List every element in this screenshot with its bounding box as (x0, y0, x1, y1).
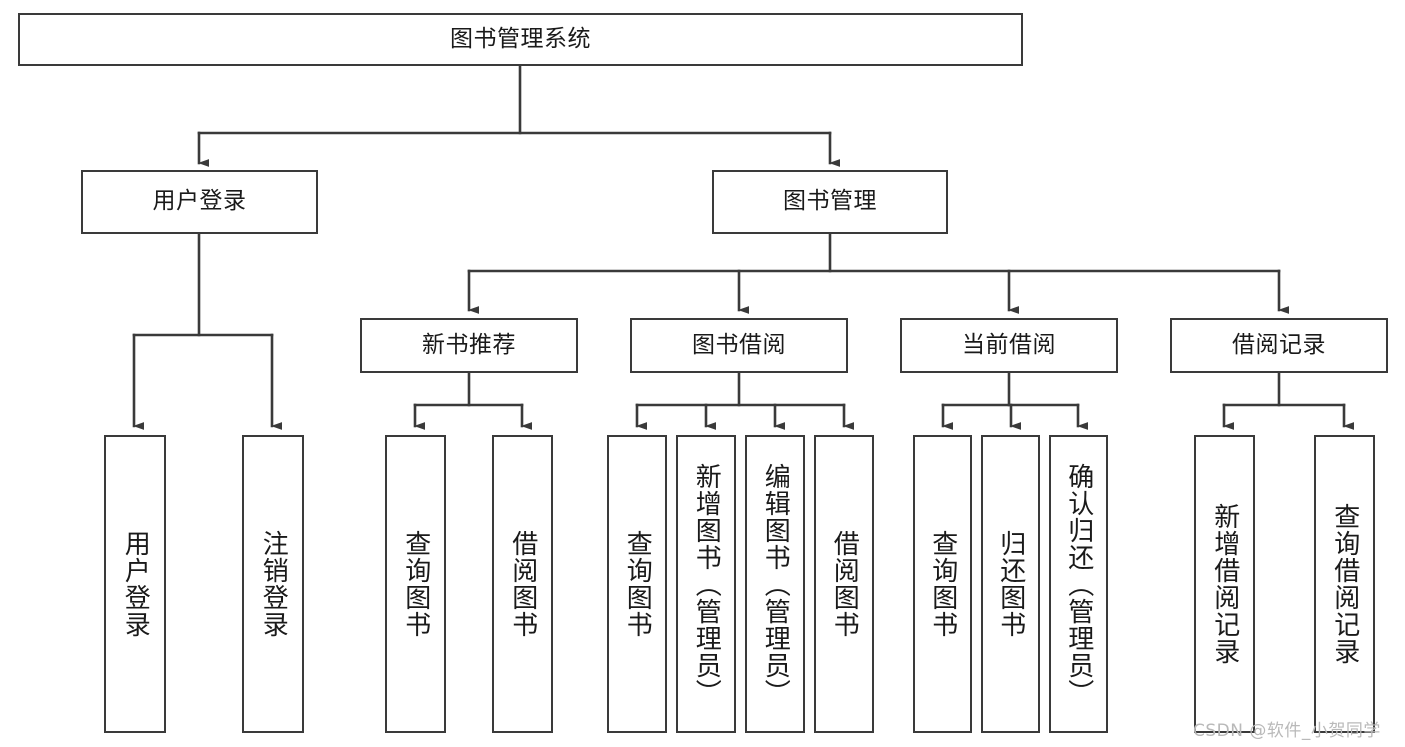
node-label: 查询图书 (400, 530, 431, 638)
node-current-borrow[interactable]: 当前借阅 (900, 318, 1118, 373)
node-book-borrow[interactable]: 图书借阅 (630, 318, 848, 373)
leaf-current-return-book[interactable]: 归还图书 (981, 435, 1040, 733)
leaf-borrow-query-book[interactable]: 查询图书 (607, 435, 667, 733)
node-label: 编辑图书（管理员） (760, 462, 791, 706)
node-label: 借阅图书 (829, 530, 860, 638)
node-label: 归还图书 (995, 530, 1026, 638)
node-root-system[interactable]: 图书管理系统 (18, 13, 1023, 66)
node-label: 新增借阅记录 (1209, 503, 1240, 665)
node-borrow-record[interactable]: 借阅记录 (1170, 318, 1388, 373)
leaf-user-login[interactable]: 用户登录 (104, 435, 166, 733)
leaf-recommend-borrow-book[interactable]: 借阅图书 (492, 435, 553, 733)
leaf-user-logout[interactable]: 注销登录 (242, 435, 304, 733)
leaf-current-query-book[interactable]: 查询图书 (913, 435, 972, 733)
node-label: 用户登录 (120, 530, 151, 638)
node-label: 图书管理 (783, 188, 877, 215)
node-label: 新书推荐 (422, 331, 516, 358)
node-label: 借阅图书 (507, 530, 538, 638)
node-label: 借阅记录 (1232, 331, 1326, 358)
node-label: 新增图书（管理员） (691, 462, 722, 706)
leaf-record-query-record[interactable]: 查询借阅记录 (1314, 435, 1375, 733)
csdn-watermark: CSDN @软件_小贺同学 (1193, 721, 1381, 741)
node-label: 注销登录 (258, 530, 289, 638)
node-label: 查询借阅记录 (1329, 503, 1360, 665)
node-label: 用户登录 (152, 188, 247, 215)
leaf-borrow-edit-book-admin[interactable]: 编辑图书（管理员） (745, 435, 805, 733)
node-label: 确认归还（管理员） (1063, 462, 1094, 706)
leaf-recommend-query-book[interactable]: 查询图书 (385, 435, 446, 733)
leaf-borrow-borrow-book[interactable]: 借阅图书 (814, 435, 874, 733)
node-label: 查询图书 (622, 530, 653, 638)
node-label: 图书管理系统 (450, 25, 591, 52)
node-book-management[interactable]: 图书管理 (712, 170, 948, 234)
node-label: 查询图书 (927, 530, 958, 638)
leaf-current-confirm-return-admin[interactable]: 确认归还（管理员） (1049, 435, 1108, 733)
node-label: 当前借阅 (962, 331, 1056, 358)
node-new-book-recommend[interactable]: 新书推荐 (360, 318, 578, 373)
node-label: 图书借阅 (692, 331, 786, 358)
node-user-login[interactable]: 用户登录 (81, 170, 318, 234)
leaf-borrow-add-book-admin[interactable]: 新增图书（管理员） (676, 435, 736, 733)
leaf-record-add-record[interactable]: 新增借阅记录 (1194, 435, 1255, 733)
